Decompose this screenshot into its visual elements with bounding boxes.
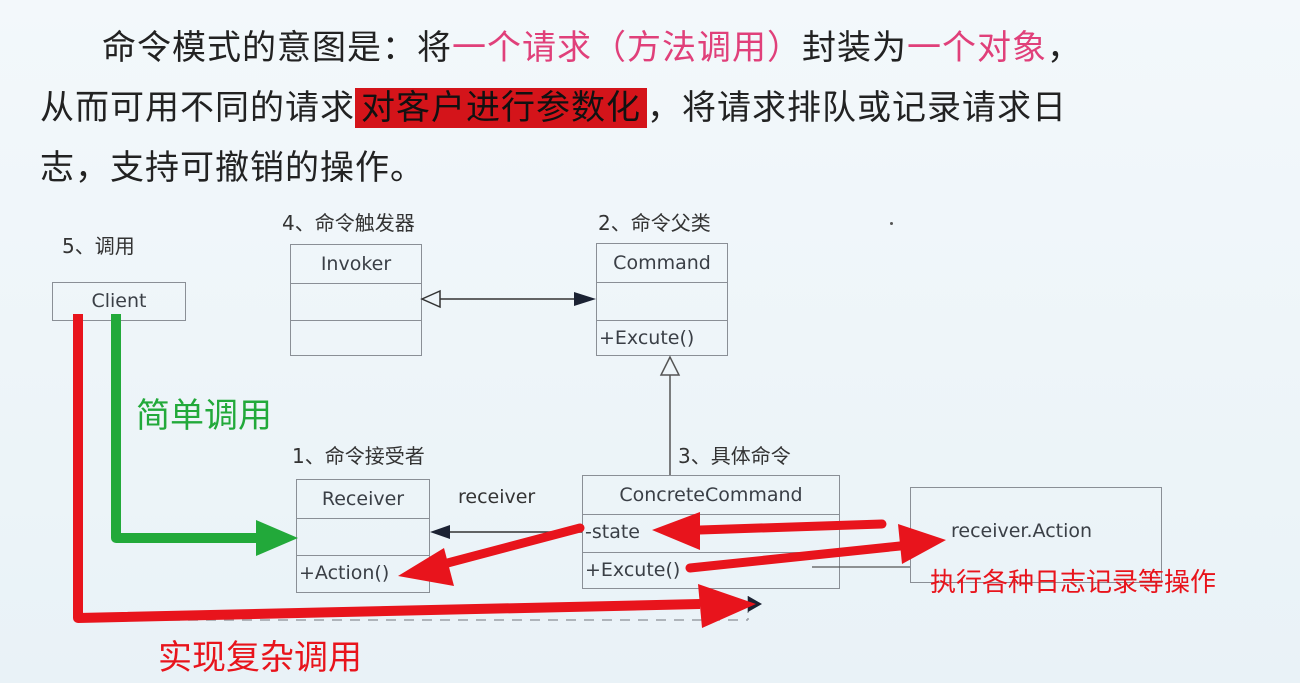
red-excute-arrowhead <box>898 524 946 564</box>
red-complex-call-arrow <box>73 314 701 623</box>
intro-text: 封装为 <box>802 28 907 68</box>
intro-highlight: 对客户进行参数化 <box>355 88 647 128</box>
red-state-arrowhead <box>652 512 700 550</box>
intro-text: ， <box>1047 28 1082 68</box>
command-class: Command +Excute() <box>596 243 728 356</box>
command-operation: +Excute() <box>599 327 695 349</box>
association-arrowhead <box>574 292 596 306</box>
command-role-label: 2、命令父类 <box>598 211 711 235</box>
simple-call-annotation: 简单调用 <box>136 396 272 436</box>
intro-line-2: 从而可用不同的请求对客户进行参数化，将请求排队或记录请求日 <box>40 78 1260 138</box>
intro-text: 从而可用不同的请求 <box>40 88 355 128</box>
red-complex-arrowhead <box>698 584 756 628</box>
red-concrete-to-receiver-arrow <box>435 523 585 570</box>
complex-call-annotation: 实现复杂调用 <box>158 638 362 678</box>
receiver-association-label: receiver <box>458 486 536 508</box>
intro-text: ，将请求排队或记录请求日 <box>647 88 1067 128</box>
intro-text: 命令模式的意图是：将 <box>102 28 452 68</box>
note-text: receiver.Action <box>951 520 1093 542</box>
invoker-attributes <box>291 284 421 321</box>
receiver-class: Receiver +Action() <box>296 479 430 593</box>
command-attributes <box>597 283 727 321</box>
intro-line-3: 志，支持可撤销的操作。 <box>40 138 1260 198</box>
receiver-attributes <box>297 519 429 556</box>
stray-dot <box>890 222 893 225</box>
intro-text: 志，支持可撤销的操作。 <box>40 148 425 188</box>
receiver-association-arrowhead <box>430 525 450 539</box>
intro-emphasis-object: 一个对象 <box>907 28 1047 68</box>
client-class-name: Client <box>91 290 147 312</box>
red-excute-arrow <box>685 541 905 573</box>
intro-emphasis-request: 一个请求（方法调用） <box>452 28 802 68</box>
log-ops-annotation: 执行各种日志记录等操作 <box>930 568 1217 598</box>
intro-line-1: 命令模式的意图是：将一个请求（方法调用）封装为一个对象， <box>40 18 1260 78</box>
client-role-label: 5、调用 <box>62 234 135 258</box>
concrete-command-operation: +Excute() <box>585 559 681 581</box>
red-state-arrow <box>695 519 887 535</box>
concrete-role-label: 3、具体命令 <box>678 444 791 468</box>
red-receiver-arrowhead <box>398 548 454 586</box>
command-class-name: Command <box>597 244 727 283</box>
invoker-role-label: 4、命令触发器 <box>282 211 415 235</box>
receiver-role-label: 1、命令接受者 <box>292 444 425 468</box>
concrete-command-state: -state <box>583 515 839 553</box>
generalization-arrowhead <box>659 355 681 376</box>
intro-paragraph: 命令模式的意图是：将一个请求（方法调用）封装为一个对象， 从而可用不同的请求对客… <box>40 18 1260 198</box>
concrete-command-class-name: ConcreteCommand <box>583 476 839 515</box>
green-arrowhead <box>256 520 298 556</box>
receiver-class-name: Receiver <box>297 480 429 519</box>
invoker-class: Invoker <box>290 244 422 356</box>
invoker-class-name: Invoker <box>291 245 421 284</box>
green-simple-call-arrow <box>111 314 258 543</box>
concrete-command-class: ConcreteCommand -state +Excute() <box>582 475 840 589</box>
receiver-operation: +Action() <box>299 562 390 584</box>
aggregation-arrowhead <box>420 289 441 309</box>
